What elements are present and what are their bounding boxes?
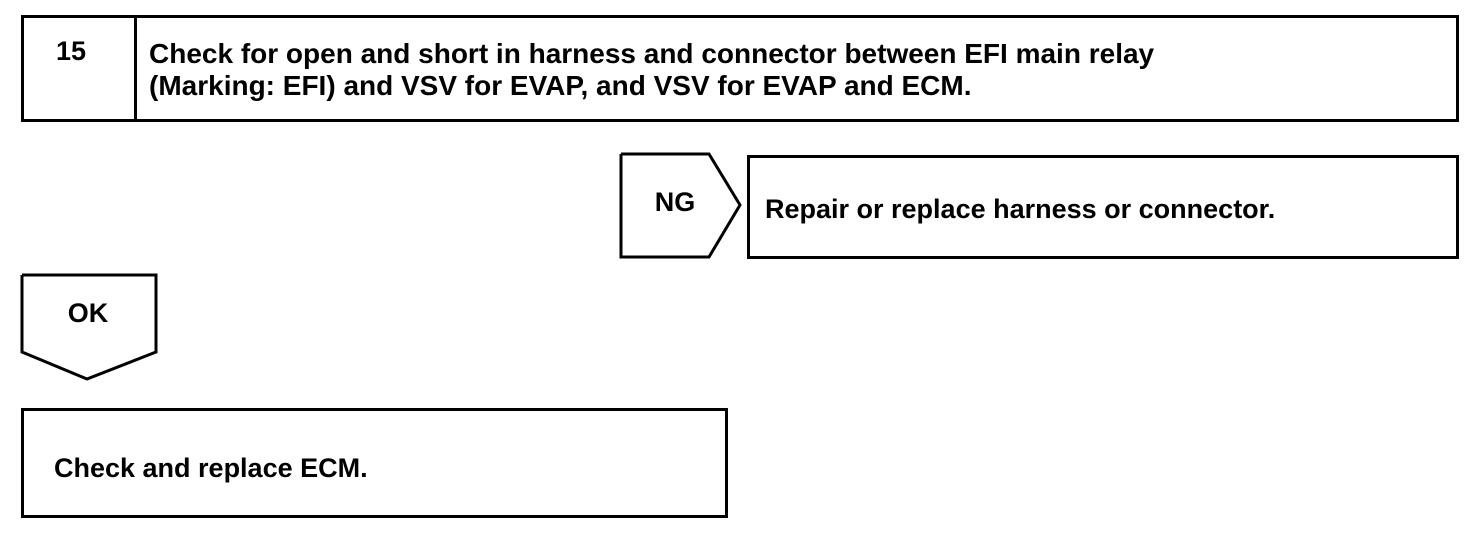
ng-action-box: Repair or replace harness or connector. xyxy=(747,155,1459,259)
ng-arrow-tag xyxy=(619,152,742,259)
step-title-line-2: (Marking: EFI) and VSV for EVAP, and VSV… xyxy=(149,70,972,101)
step-title-line-1: Check for open and short in harness and … xyxy=(149,38,1155,69)
ng-action-text: Repair or replace harness or connector. xyxy=(765,194,1276,224)
step-title: Check for open and short in harness and … xyxy=(149,38,1442,102)
ok-action-box: Check and replace ECM. xyxy=(21,408,728,518)
step-number-cell: 15 xyxy=(24,18,137,119)
ok-arrow-tag xyxy=(20,273,158,381)
step-box: 15 Check for open and short in harness a… xyxy=(21,15,1459,122)
ok-label: OK xyxy=(67,298,109,328)
ok-action-text: Check and replace ECM. xyxy=(54,453,368,483)
ng-label: NG xyxy=(654,187,696,217)
step-number: 15 xyxy=(55,36,87,66)
